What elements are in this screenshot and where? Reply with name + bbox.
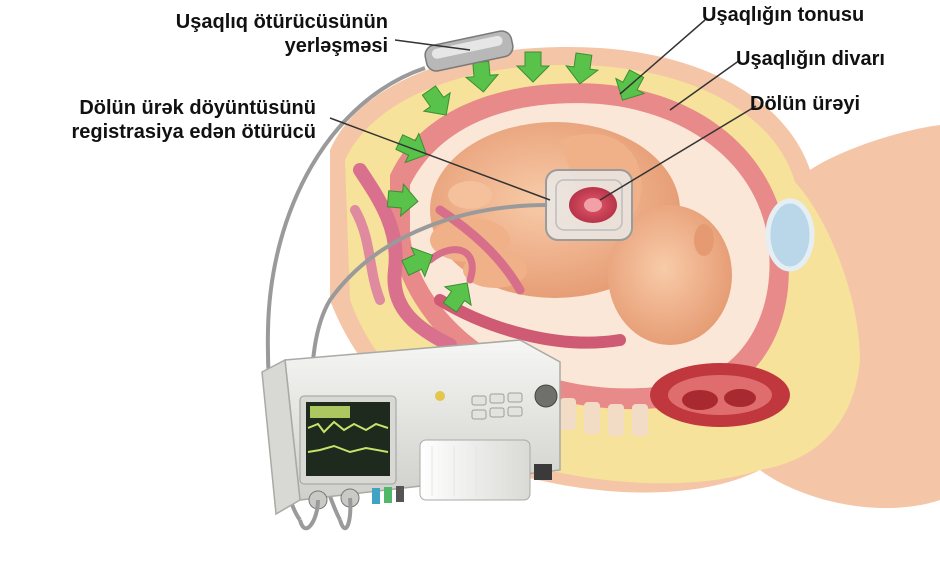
- monitor-knob: [535, 385, 557, 407]
- label-line: Dölün ürək döyüntüsünü: [71, 96, 316, 120]
- pelvis: [650, 363, 790, 427]
- label-uterine-wall: Uşaqlığın divarı: [736, 47, 885, 71]
- label-uterine-tone: Uşaqlığın tonusu: [702, 3, 864, 27]
- label-fetal-heart: Dölün ürəyi: [750, 92, 860, 116]
- label-line: yerləşməsi: [176, 34, 388, 58]
- ultrasound-transducer-icon: [546, 170, 632, 240]
- label-line: registrasiya edən ötürücü: [71, 120, 316, 144]
- fetal-monitor-icon: [262, 340, 560, 514]
- label-line: Uşaqlıq ötürücüsünün: [176, 10, 388, 34]
- label-transducer-placement: Uşaqlıq ötürücüsünün yerləşməsi: [176, 10, 388, 58]
- bladder: [768, 201, 812, 269]
- label-fetal-hr-transducer: Dölün ürək döyüntüsünü registrasiya edən…: [71, 96, 316, 144]
- chart-paper-roll: [420, 440, 530, 500]
